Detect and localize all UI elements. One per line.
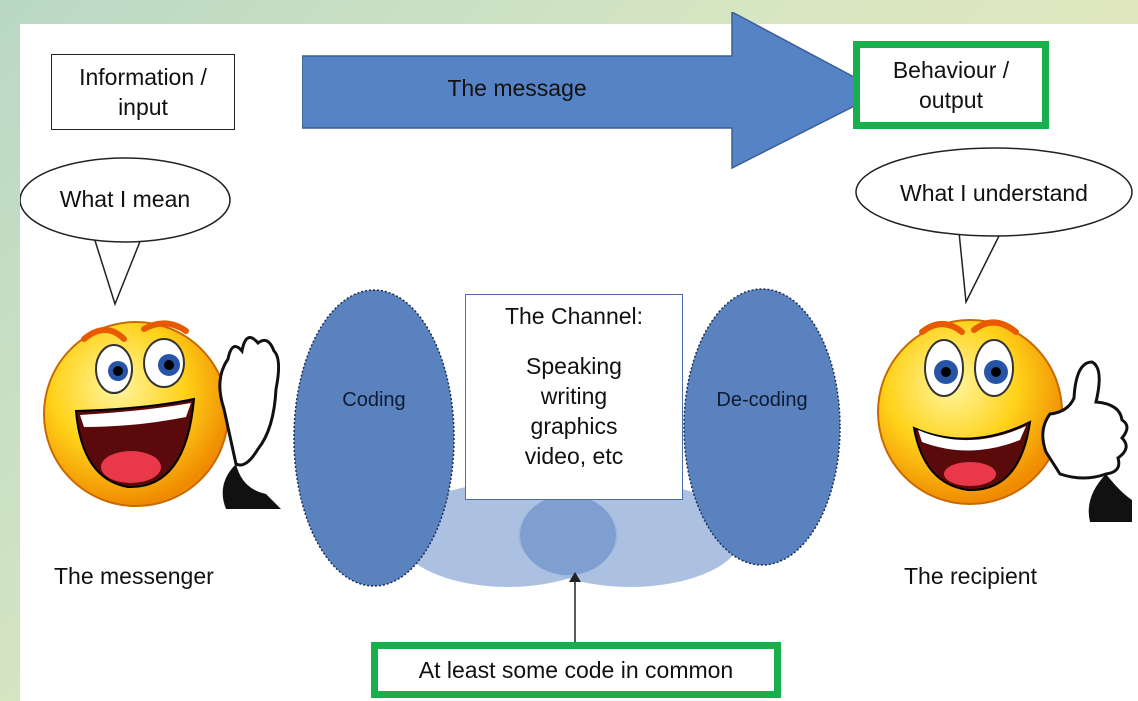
channel-box: The Channel: Speaking writing graphics v… bbox=[465, 294, 683, 500]
channel-title: The Channel: bbox=[504, 303, 644, 329]
decoding-label: De-coding bbox=[716, 389, 808, 411]
input-box: Information / input bbox=[51, 54, 235, 130]
pointer-arrow bbox=[569, 572, 581, 642]
coding-oval bbox=[293, 289, 455, 587]
channel-item: graphics bbox=[530, 413, 618, 439]
sender-speech-bubble bbox=[20, 157, 231, 307]
messenger-label: The messenger bbox=[54, 563, 214, 589]
coding-label: Coding bbox=[342, 389, 406, 411]
channel-item: video, etc bbox=[524, 443, 624, 469]
common-code-box: At least some code in common bbox=[371, 642, 781, 698]
overlap-ovals bbox=[398, 483, 742, 587]
channel-item: writing bbox=[540, 383, 608, 409]
channel-item: Speaking bbox=[526, 353, 622, 379]
shouting-smiley-face-icon bbox=[43, 320, 281, 509]
output-box: Behaviour / output bbox=[853, 41, 1049, 129]
channel-items: Speaking writing graphics video, etc bbox=[466, 351, 682, 471]
thumbs-up-smiley-face-icon bbox=[877, 319, 1132, 522]
message-arrow bbox=[302, 12, 884, 170]
decoding-oval bbox=[683, 288, 841, 566]
message-label: The message bbox=[447, 75, 587, 101]
slide: The message Information / input Behaviou… bbox=[20, 12, 1138, 701]
receiver-bubble-text: What I understand bbox=[900, 180, 1088, 206]
receiver-speech-bubble bbox=[855, 147, 1133, 304]
recipient-label: The recipient bbox=[904, 563, 1037, 589]
sender-bubble-text: What I mean bbox=[59, 186, 191, 212]
